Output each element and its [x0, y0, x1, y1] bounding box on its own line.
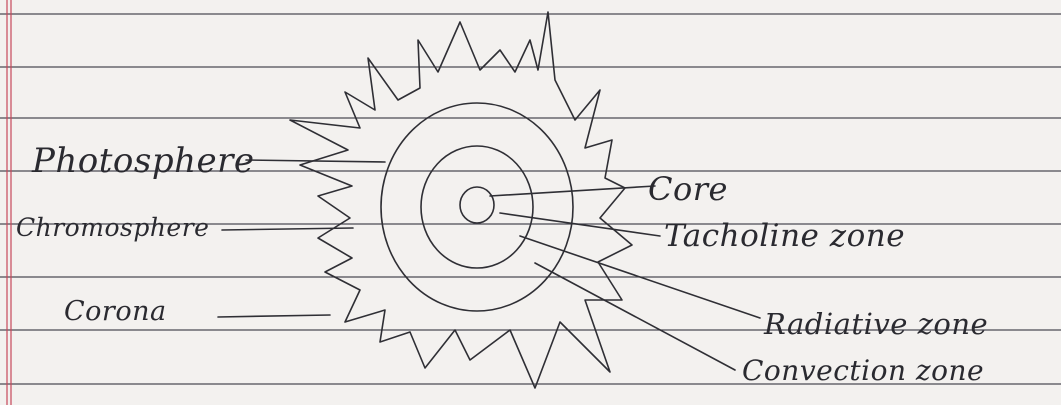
core-label: Core — [648, 170, 728, 208]
photosphere-pointer — [246, 160, 385, 162]
chromosphere-label: Chromosphere — [16, 213, 209, 242]
chromosphere-circle — [421, 146, 533, 268]
tacholine-label: Tacholine zone — [664, 218, 905, 254]
corona-pointer — [218, 315, 330, 317]
corona-label: Corona — [64, 296, 167, 327]
photosphere-label: Photosphere — [31, 141, 254, 181]
chromosphere-pointer — [222, 228, 353, 230]
convection-label: Convection zone — [742, 354, 984, 387]
convection-pointer — [535, 263, 735, 370]
core-circle — [460, 187, 494, 223]
photosphere-circle — [381, 103, 573, 311]
margin-lines — [7, 0, 11, 405]
radiative-label: Radiative zone — [763, 307, 988, 341]
